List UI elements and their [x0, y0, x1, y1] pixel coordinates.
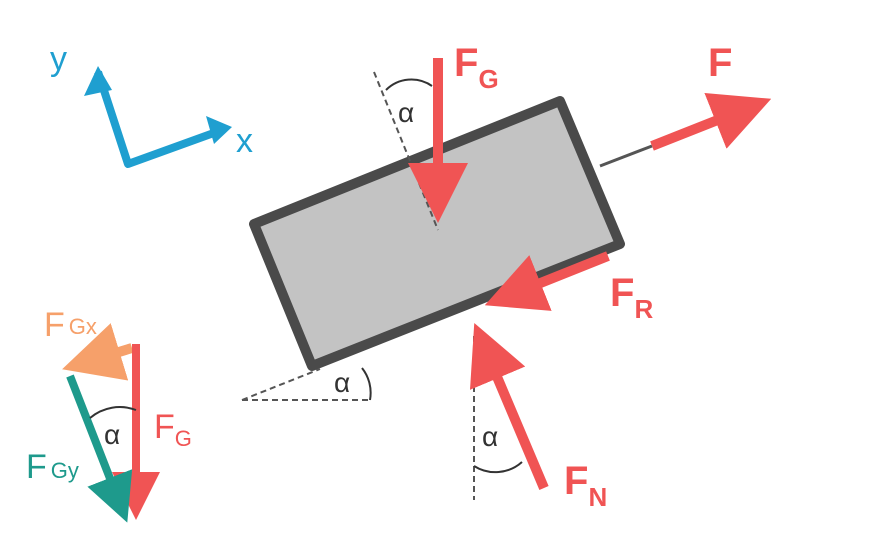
g-label-sub: G: [175, 426, 192, 451]
g-label: FG: [154, 408, 192, 451]
gx-label-main: F: [44, 306, 65, 344]
g-label-main: F: [154, 408, 175, 446]
block: [249, 96, 625, 371]
pull-force: F: [650, 41, 772, 151]
incline-angle-label: α: [334, 367, 350, 398]
gy-label-main: F: [26, 448, 47, 486]
incline-angle: α: [241, 367, 372, 401]
normal-angle-arc: [473, 461, 523, 474]
friction-arrow: [484, 251, 610, 311]
gy-label-sub: Gy: [51, 458, 79, 483]
axis-x-arrowhead: [206, 116, 232, 144]
decomposition-angle-arc: [89, 406, 137, 419]
normal-arrow: [469, 322, 549, 490]
friction-label-sub: R: [634, 294, 653, 324]
axis-y-label: y: [50, 40, 67, 78]
normal-label: FN: [564, 459, 607, 512]
gx-label-sub: Gx: [69, 314, 97, 339]
normal-label-main: F: [564, 459, 588, 503]
axis-y-arrowhead: [84, 66, 112, 96]
gy-arrow: [66, 374, 133, 523]
incline-angle-arc: [361, 367, 372, 401]
coordinate-axes: y x: [50, 40, 253, 168]
gravity-angle-label: α: [398, 97, 414, 128]
normal-angle-label: α: [482, 421, 498, 452]
normal-force: α FN: [469, 322, 607, 512]
gravity-label-sub: G: [478, 64, 498, 94]
axis-lines: [94, 70, 224, 168]
friction-label-main: F: [610, 271, 634, 315]
block-base-extension: [241, 368, 321, 401]
gravity-label-main: F: [454, 41, 478, 85]
friction-label: FR: [610, 271, 653, 324]
friction-force: FR: [484, 251, 653, 324]
gravity-angle-arc: [385, 78, 433, 91]
gravity-force: FG: [408, 41, 499, 223]
pull-arrow: [650, 92, 772, 151]
pull-label: F: [708, 41, 732, 85]
decomposition-angle-label: α: [104, 419, 120, 450]
axis-x-label: x: [236, 122, 253, 160]
normal-label-sub: N: [588, 482, 607, 512]
rope-line: [599, 144, 653, 168]
gravity-label: FG: [454, 41, 499, 94]
gx-arrow: [62, 323, 134, 381]
